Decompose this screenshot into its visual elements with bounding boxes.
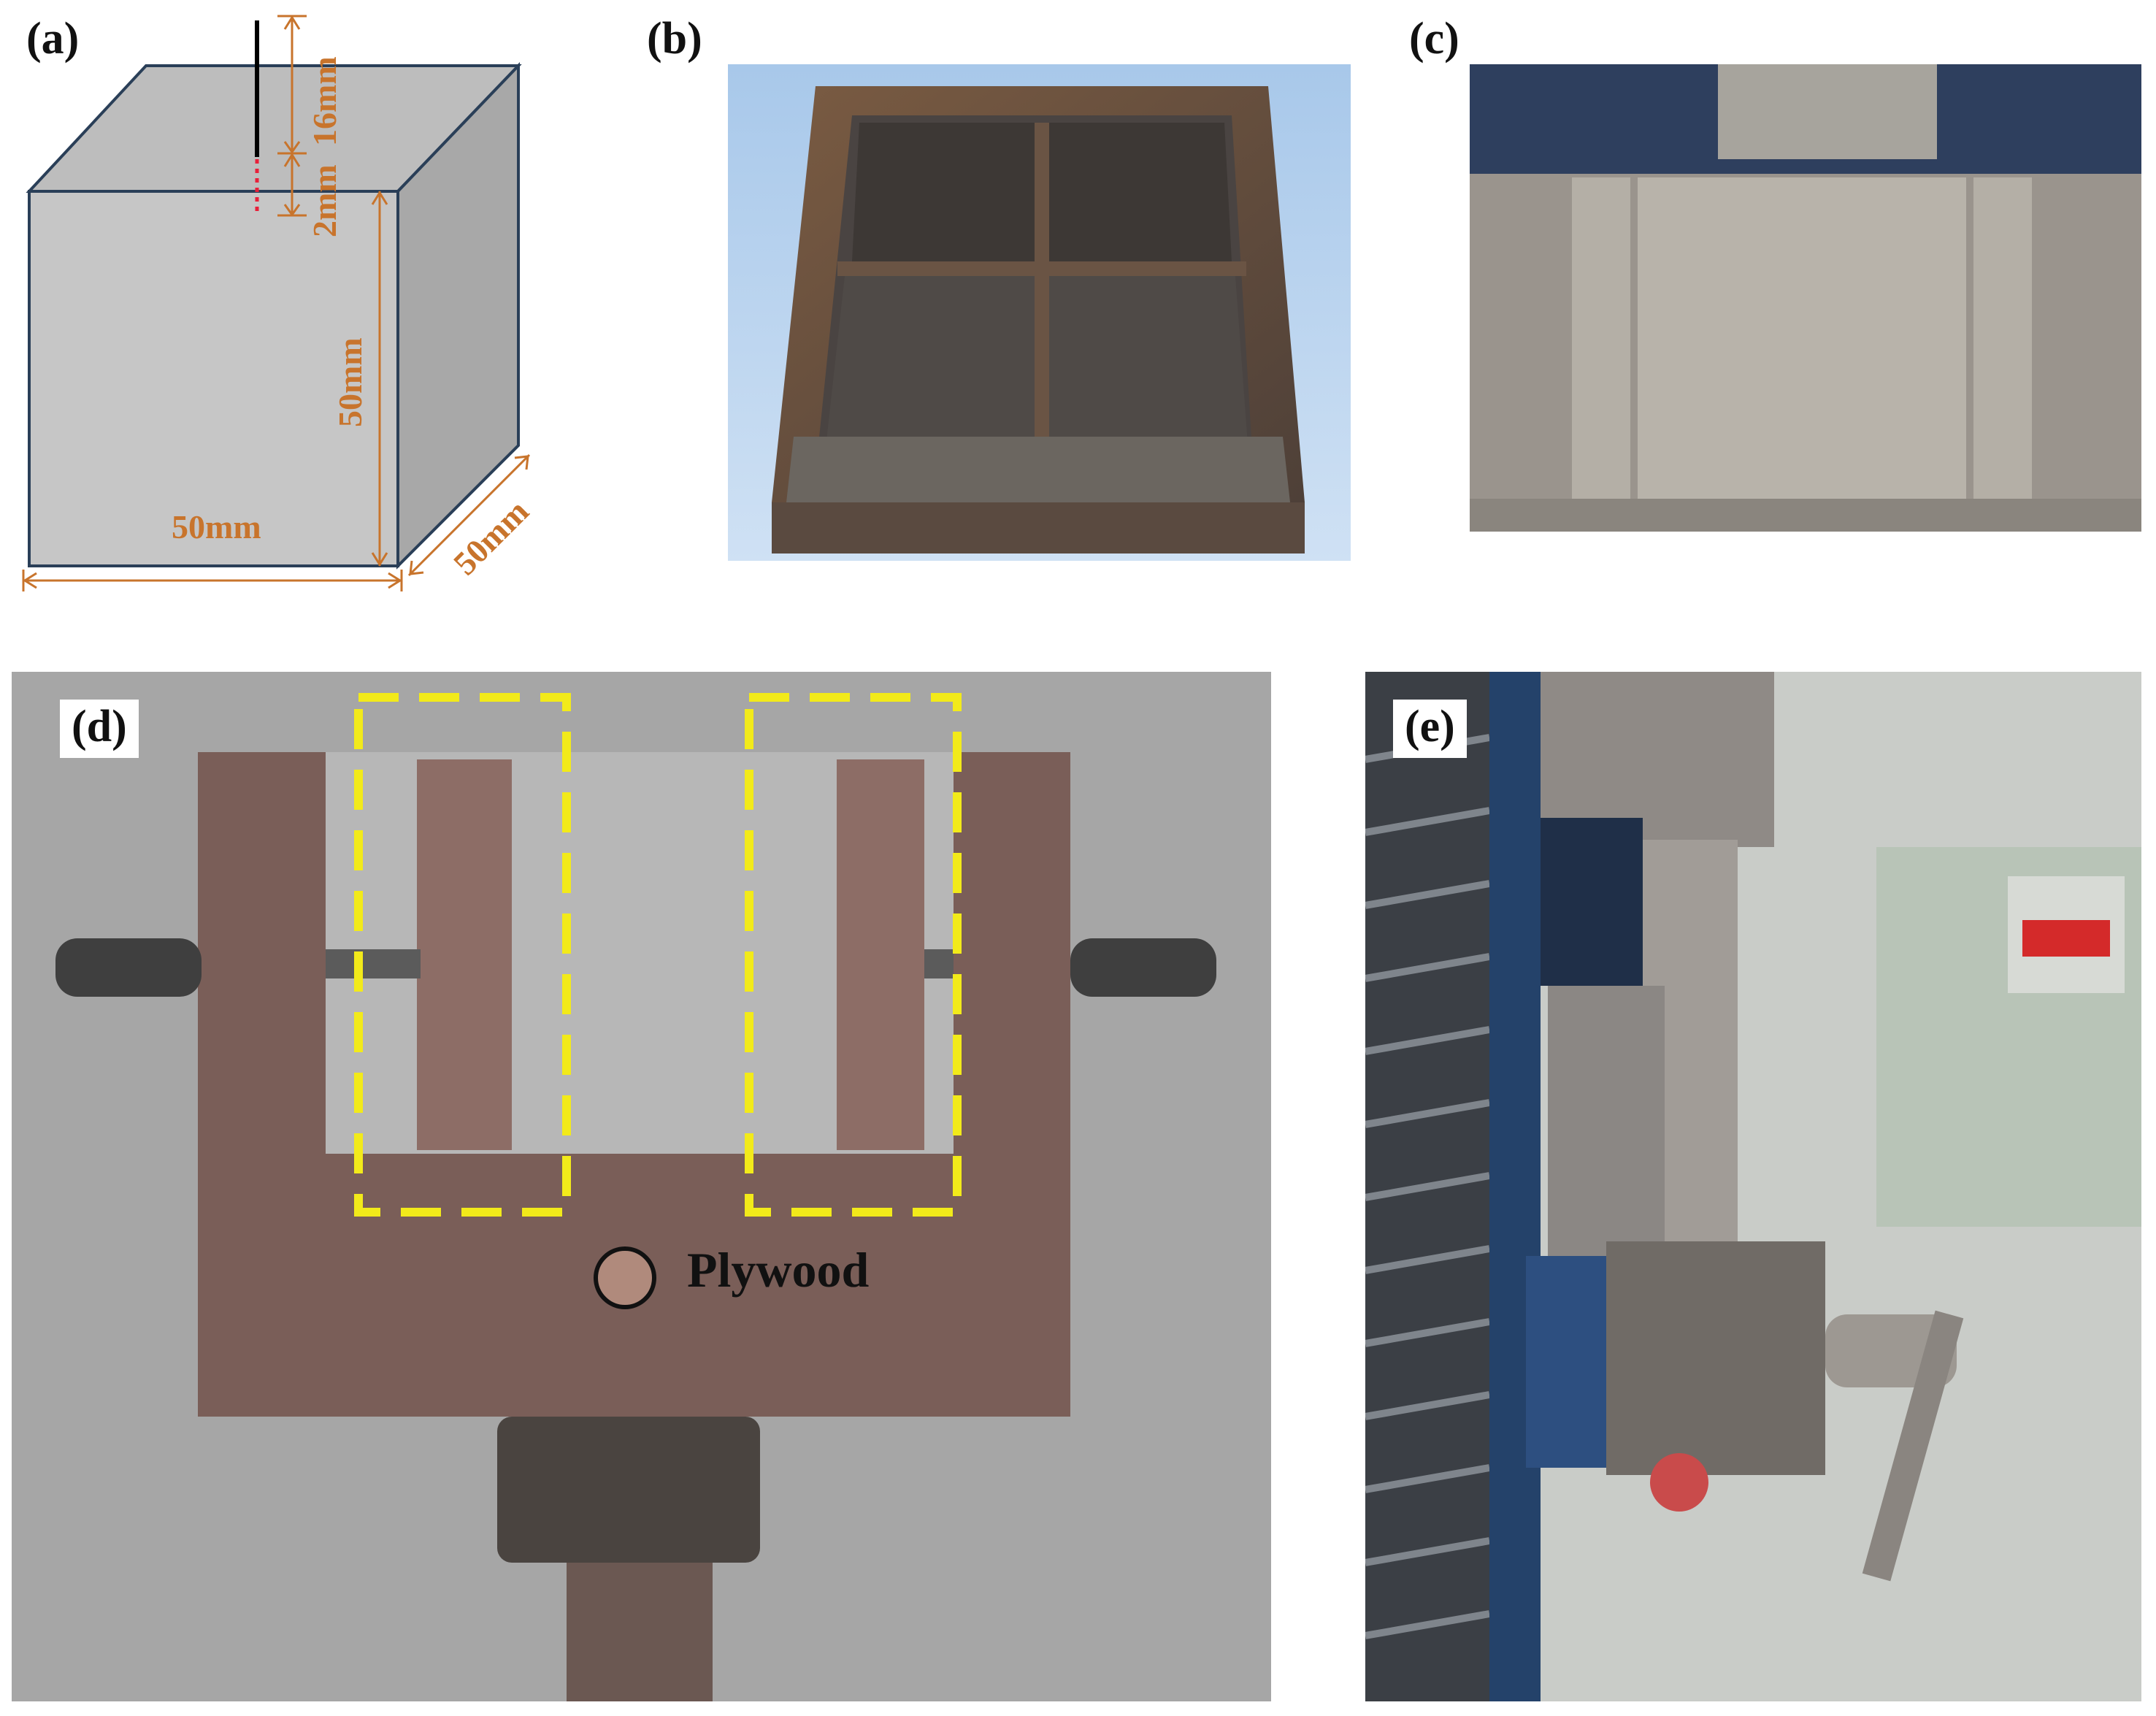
panel-d-photo: (d) Plywood bbox=[12, 672, 1271, 1701]
plywood-annotation: Plywood bbox=[687, 1242, 870, 1298]
panel-c-photo bbox=[1470, 64, 2141, 532]
panel-b-photo bbox=[728, 64, 1351, 561]
dim-height-label: 50mm bbox=[331, 337, 369, 427]
panel-a-diagram: 16mm 2mm 50mm 50mm 50mm bbox=[22, 15, 536, 591]
cube-front-face bbox=[28, 190, 399, 567]
panel-a-label: (a) bbox=[26, 14, 80, 64]
dim-notch-label: 16mm bbox=[306, 56, 343, 146]
panel-d-label: (d) bbox=[60, 700, 139, 758]
dim-width-label: 50mm bbox=[172, 508, 261, 545]
dim-tip-label: 2mm bbox=[306, 164, 343, 237]
plywood-hole bbox=[594, 1246, 656, 1309]
panel-e-photo: (e) bbox=[1365, 672, 2141, 1701]
highlight-box-left bbox=[354, 693, 571, 1217]
panel-c-label: (c) bbox=[1409, 14, 1459, 64]
highlight-box-right bbox=[745, 693, 962, 1217]
panel-b-label: (b) bbox=[647, 14, 702, 64]
panel-e-label: (e) bbox=[1393, 700, 1467, 758]
